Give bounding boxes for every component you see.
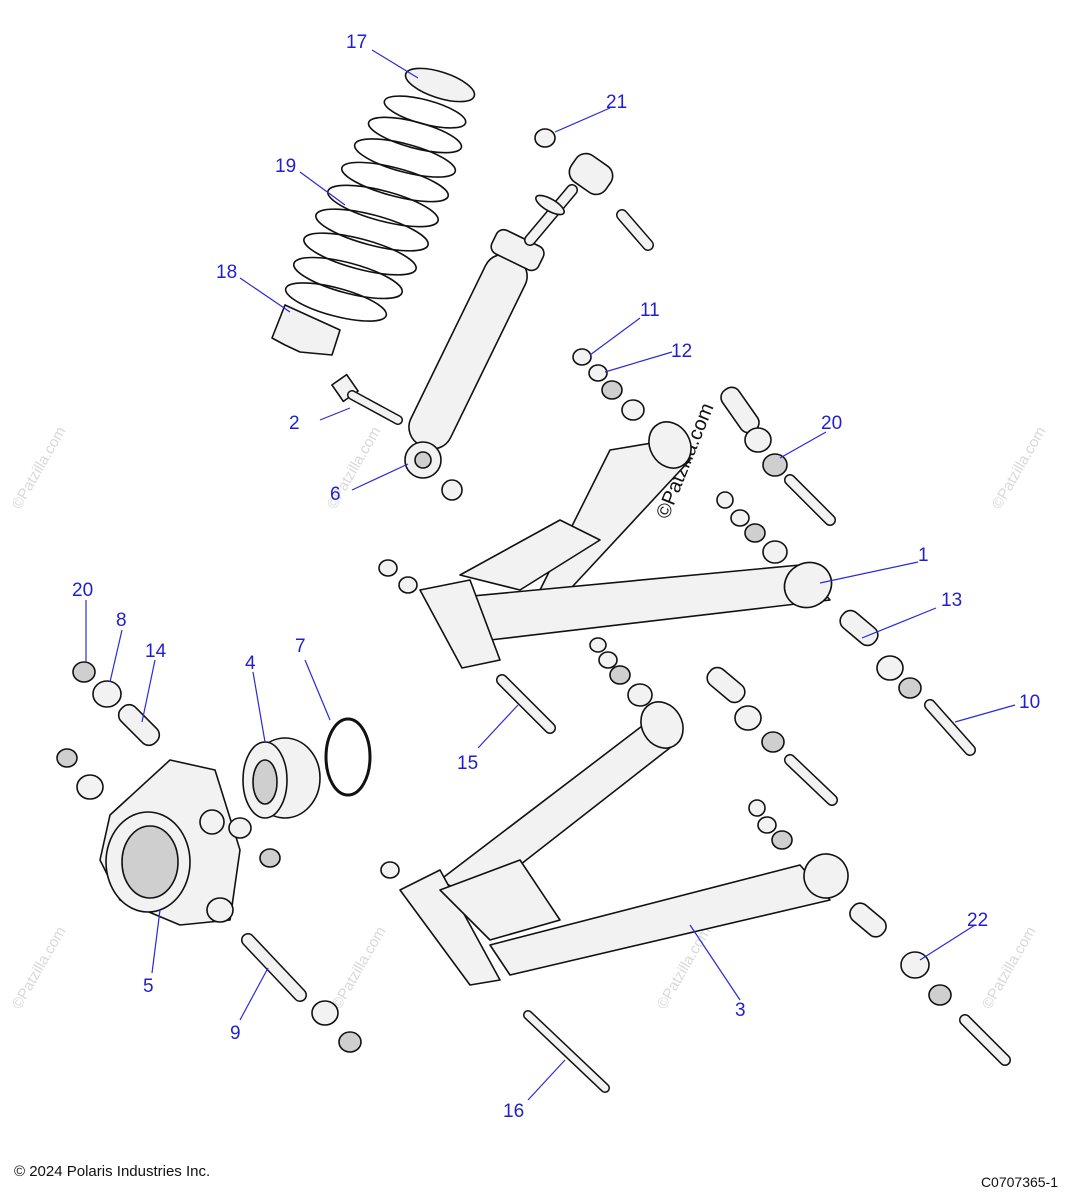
callout-19: 19	[275, 156, 296, 177]
nut	[378, 559, 398, 577]
callout-20-right: 20	[821, 413, 842, 434]
callout-2: 2	[289, 413, 300, 434]
watermark: ©Patzilla.com	[329, 924, 390, 1012]
copyright-notice: © 2024 Polaris Industries Inc.	[14, 1163, 211, 1180]
callout-5: 5	[143, 976, 154, 997]
coil-spring	[284, 95, 467, 322]
watermark: ©Patzilla.com	[979, 924, 1040, 1012]
sleeve	[117, 703, 161, 747]
spring-seat	[271, 304, 341, 356]
washer	[398, 576, 418, 594]
callout-14: 14	[145, 641, 167, 662]
callout-16: 16	[503, 1101, 524, 1122]
watermark: ©Patzilla.com	[9, 424, 70, 512]
bushing	[876, 655, 904, 681]
spring-retainer	[404, 67, 476, 103]
nut	[748, 799, 766, 817]
bushing	[76, 774, 104, 800]
sleeve	[849, 902, 887, 938]
watermark: ©Patzilla.com	[989, 424, 1050, 512]
callout-20-left: 20	[72, 580, 93, 601]
nut	[338, 1031, 362, 1053]
leader-lines	[85, 49, 1016, 1101]
callout-15: 15	[457, 753, 478, 774]
exploded-view-drawing: ©Patzilla.com ©Patzilla.com ©Patzilla.co…	[9, 32, 1050, 1122]
washer-stack	[572, 348, 645, 421]
callout-labels: 1 2 3 4 5 6 7 8 9 10 11 12 13 14 15 16 1…	[72, 32, 1040, 1122]
bushing	[92, 680, 122, 708]
nut	[259, 848, 281, 868]
callout-22: 22	[967, 910, 988, 931]
bushing	[900, 951, 930, 979]
callout-17: 17	[346, 32, 367, 53]
sleeve	[839, 609, 879, 647]
callout-7: 7	[295, 636, 306, 657]
callout-13: 13	[941, 590, 962, 611]
washer-stack-middle	[589, 637, 838, 806]
bolt	[331, 373, 403, 425]
callout-6: 6	[330, 484, 341, 505]
bushing	[928, 984, 952, 1006]
nut	[534, 128, 556, 148]
callout-4: 4	[245, 653, 256, 674]
shock-absorber	[404, 152, 614, 479]
callout-21: 21	[606, 92, 627, 113]
nut	[441, 479, 463, 501]
callout-8: 8	[116, 610, 127, 631]
bushing-stack-upper	[716, 386, 836, 564]
watermark: ©Patzilla.com	[9, 924, 70, 1012]
callout-12: 12	[671, 341, 692, 362]
bushing	[311, 1000, 339, 1026]
callout-10: 10	[1019, 692, 1040, 713]
figure-code: C0707365-1	[980, 1174, 1058, 1190]
bearing	[242, 737, 321, 819]
washer	[757, 816, 777, 834]
callout-18: 18	[216, 262, 237, 283]
upper-a-arm	[419, 421, 833, 669]
callout-1: 1	[918, 545, 929, 566]
bushing	[898, 677, 922, 699]
knuckle	[99, 759, 241, 926]
nut	[72, 661, 96, 683]
washer	[771, 830, 793, 850]
callout-9: 9	[230, 1023, 241, 1044]
bushing	[228, 817, 252, 839]
callout-3: 3	[735, 1000, 746, 1021]
snap-ring	[324, 717, 372, 797]
nut	[380, 861, 400, 879]
lower-a-arm	[399, 701, 849, 986]
callout-11: 11	[640, 300, 660, 321]
nut	[56, 748, 78, 768]
